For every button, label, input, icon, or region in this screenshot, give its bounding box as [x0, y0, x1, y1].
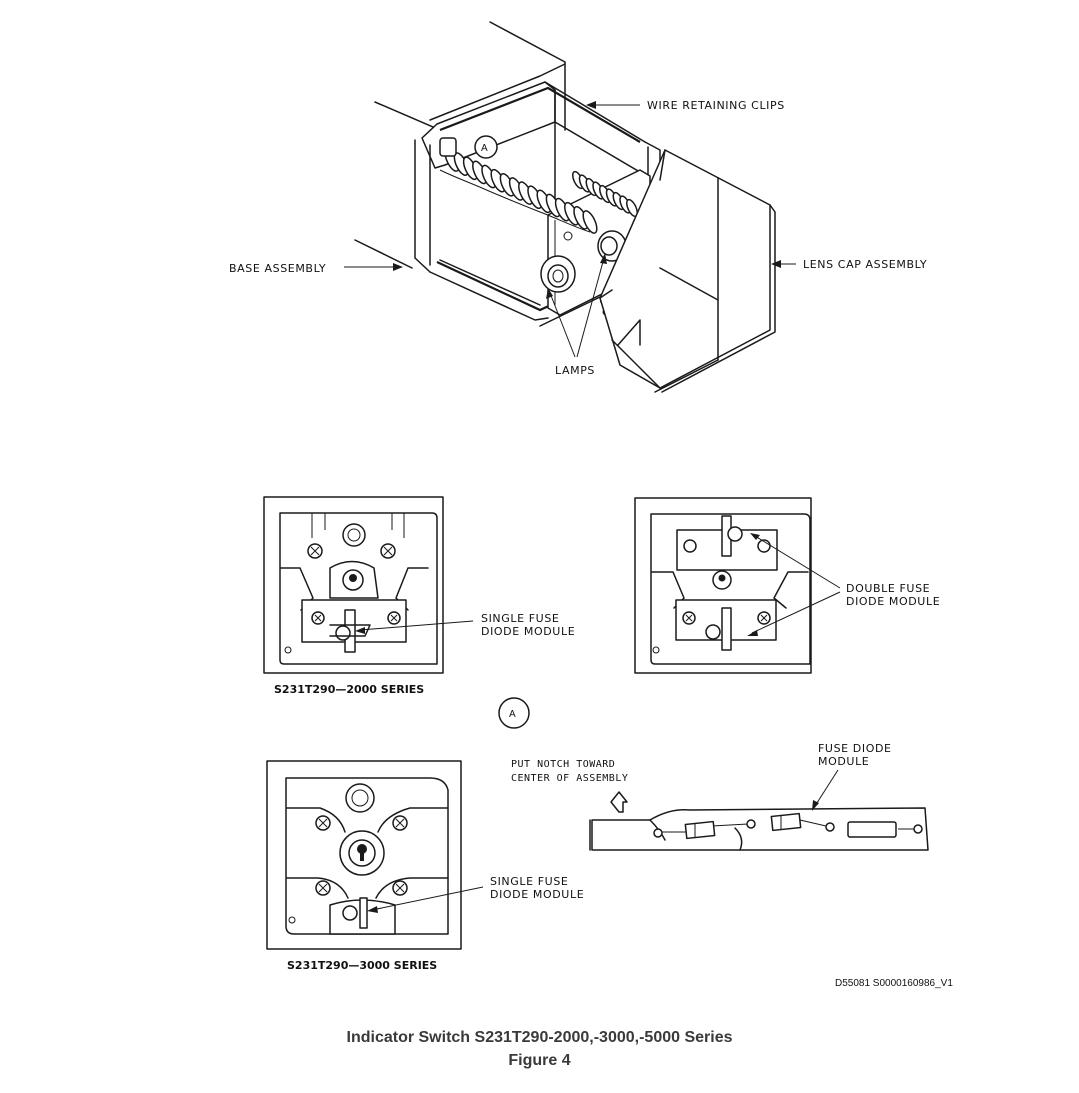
label-series-3000: S231T290—3000 SERIES — [287, 959, 437, 972]
caption-title: Indicator Switch S231T290-2000,-3000,-50… — [346, 1029, 733, 1046]
detail-a-label: A — [509, 709, 516, 720]
label-lens-cap-assembly: LENS CAP ASSEMBLY — [803, 258, 927, 271]
drawing-reference: D55081 S0000160986_V1 — [835, 978, 953, 989]
label-notch-line2: CENTER OF ASSEMBLY — [511, 773, 628, 784]
label-lamps: LAMPS — [555, 364, 595, 377]
label-notch-line1: PUT NOTCH TOWARD — [511, 759, 615, 770]
series-2000-view: SINGLE FUSE DIODE MODULE S231T290—2000 S… — [263, 496, 575, 696]
detail-callout-a: A — [474, 135, 498, 159]
caption-figure-number: Figure 4 — [508, 1052, 571, 1069]
series-3000-view: SINGLE FUSE DIODE MODULE S231T290—3000 S… — [266, 760, 584, 972]
label-single-fuse-3000-line2: DIODE MODULE — [490, 888, 584, 901]
spring-coil — [582, 210, 598, 234]
double-fuse-view: DOUBLE FUSE DIODE MODULE — [634, 497, 940, 674]
label-series-2000: S231T290—2000 SERIES — [274, 683, 424, 696]
lens-cap-assembly — [599, 149, 776, 393]
label-fuse-diode-line1: FUSE DIODE — [818, 742, 892, 755]
lamp-bulb-left — [540, 255, 576, 293]
label-single-fuse-3000-line1: SINGLE FUSE — [490, 875, 568, 888]
fuse-diode-module-detail: PUT NOTCH TOWARD CENTER OF ASSEMBLY FUSE… — [511, 742, 929, 851]
label-double-fuse-line2: DIODE MODULE — [846, 595, 940, 608]
label-wire-retaining-clips: WIRE RETAINING CLIPS — [647, 99, 785, 112]
detail-callout-a-label: A — [481, 143, 488, 154]
spring-coils-a — [444, 148, 598, 234]
label-single-fuse-2000-line2: DIODE MODULE — [481, 625, 575, 638]
detail-a-marker: A — [498, 697, 530, 729]
exploded-assembly-view: A WIRE RETAINING CLIPS BASE ASSEMBLY LEN… — [229, 21, 927, 393]
figure-caption: Indicator Switch S231T290-2000,-3000,-50… — [0, 1026, 1079, 1072]
label-single-fuse-2000-line1: SINGLE FUSE — [481, 612, 559, 625]
label-double-fuse-line1: DOUBLE FUSE — [846, 582, 930, 595]
label-base-assembly: BASE ASSEMBLY — [229, 262, 326, 275]
label-fuse-diode-line2: MODULE — [818, 755, 869, 768]
